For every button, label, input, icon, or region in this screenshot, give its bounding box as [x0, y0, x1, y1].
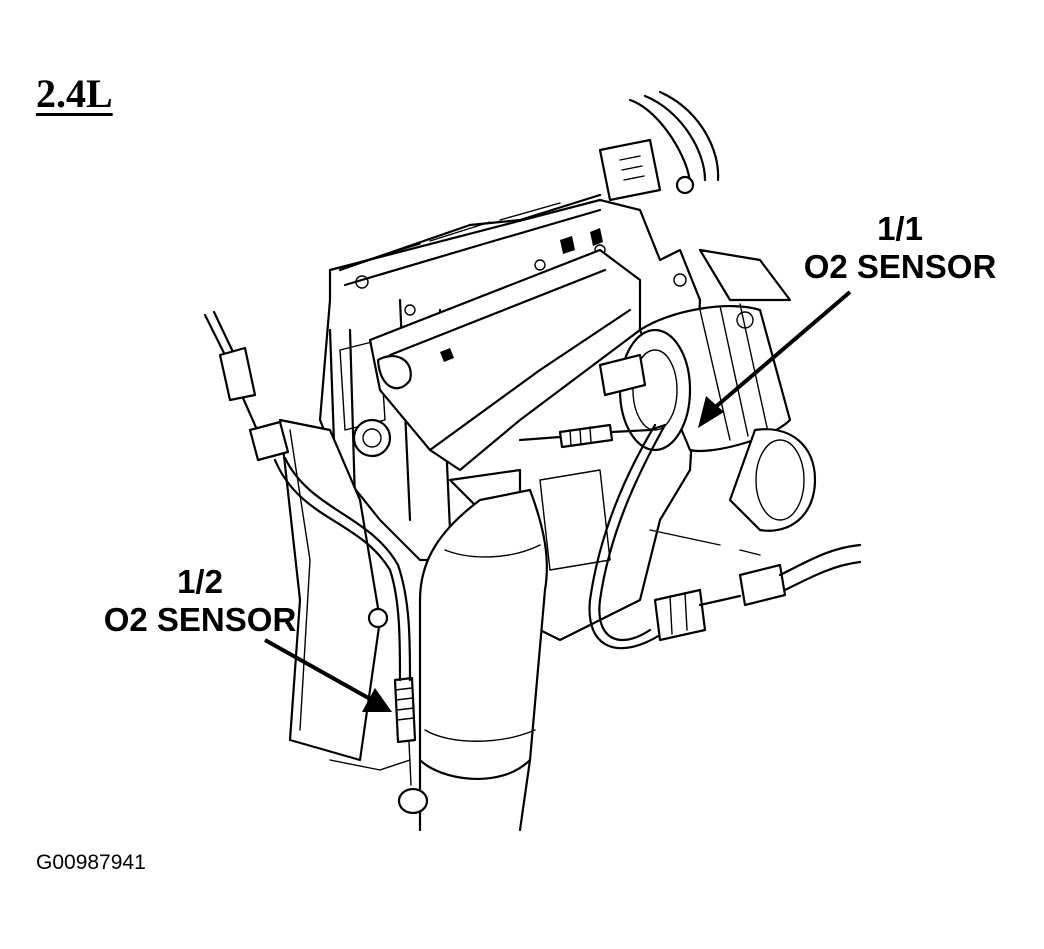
figure-id: G00987941	[36, 851, 146, 874]
compressor	[598, 248, 817, 532]
callout-downstream-o2-sensor: 1/2 O2 SENSOR	[80, 563, 320, 639]
timing-cover	[598, 90, 720, 202]
engine-size-label: 2.4L	[36, 71, 113, 116]
downstream-sensor-wire	[203, 310, 412, 682]
catalytic-converter	[418, 468, 548, 832]
callout-sensor-name: O2 SENSOR	[803, 248, 997, 285]
callout-upstream-o2-sensor: 1/1 O2 SENSOR	[780, 210, 1020, 286]
wiring-harness	[588, 423, 862, 650]
callout-arrow-1-2	[264, 638, 392, 712]
callout-position-label: 1/2	[177, 563, 223, 600]
callout-sensor-name: O2 SENSOR	[103, 601, 297, 638]
callout-position-label: 1/1	[877, 210, 923, 247]
downstream-o2-sensor	[393, 676, 429, 815]
upstream-o2-sensor	[518, 423, 667, 449]
callout-arrow-1-1	[698, 290, 852, 428]
heat-shield	[278, 418, 411, 771]
exhaust-manifold	[368, 228, 642, 472]
